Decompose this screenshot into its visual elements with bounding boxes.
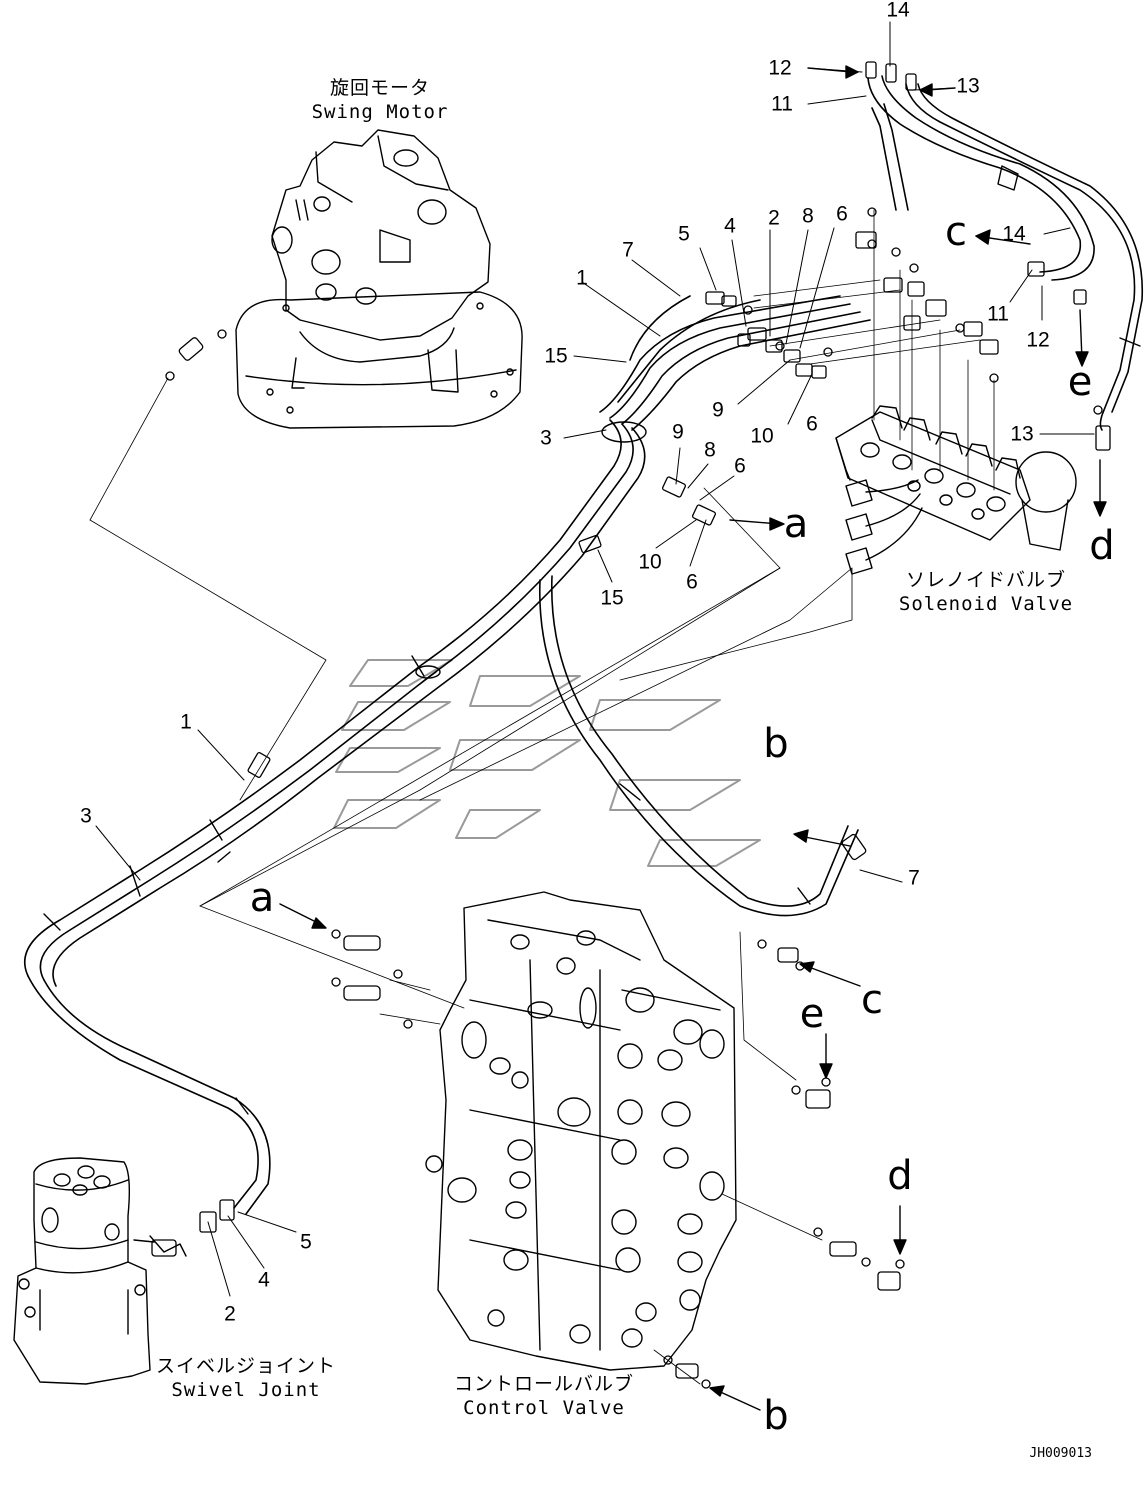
callout: 15	[600, 586, 624, 610]
callout: 1	[576, 266, 588, 290]
control-valve-caption: コントロールバルブ Control Valve	[454, 1372, 634, 1420]
callout: 12	[768, 56, 792, 80]
callout: 14	[886, 0, 910, 22]
control-valve-spools	[489, 987, 725, 1311]
swivel-joint-label-en: Swivel Joint	[171, 1379, 321, 1401]
connector-letter: c	[945, 209, 967, 255]
solenoid-valve-caption: ソレノイドバルブ Solenoid Valve	[899, 568, 1073, 616]
hose-7-right	[538, 575, 859, 917]
callout: 9	[672, 420, 684, 444]
callout: 8	[704, 438, 716, 462]
connector-letter: d	[887, 1153, 913, 1199]
control-valve-drawing	[425, 891, 737, 1371]
swivel-joint-label-jp: スイベルジョイント	[155, 1355, 337, 1377]
callout: 15	[544, 344, 568, 368]
connector-letter: b	[763, 1393, 789, 1439]
callout: 3	[80, 804, 92, 828]
connector-letter: e	[1067, 359, 1093, 405]
callout: 3	[540, 426, 552, 450]
callout: 9	[712, 398, 724, 422]
control-valve-label-jp: コントロールバルブ	[453, 1373, 635, 1395]
swivel-joint-drawing	[13, 1157, 187, 1385]
swing-motor-label-en: Swing Motor	[311, 101, 449, 123]
callout: 11	[987, 302, 1009, 326]
connector-letter: e	[799, 991, 825, 1037]
callout: 14	[1002, 222, 1026, 246]
solenoid-valve-label-en: Solenoid Valve	[898, 593, 1074, 615]
callout: 10	[638, 550, 662, 574]
fittings	[151, 61, 1111, 1389]
guide-lines	[89, 209, 995, 1385]
callout: 1	[180, 710, 192, 734]
connector-letter: d	[1089, 523, 1115, 569]
hose-swivel-branch	[27, 975, 271, 1215]
callout: 5	[300, 1230, 312, 1254]
callout: 4	[724, 214, 736, 238]
swing-motor-drawing	[235, 129, 523, 429]
callout: 10	[750, 424, 774, 448]
callout: 6	[686, 570, 698, 594]
watermark-logo	[333, 659, 761, 867]
callout: 4	[258, 1268, 270, 1292]
clamps	[43, 165, 1141, 1115]
callout: 7	[908, 866, 920, 890]
connector-letter: c	[861, 977, 883, 1023]
hose-solenoid-top	[867, 75, 1144, 431]
callout: 5	[678, 222, 690, 246]
callout: 13	[1010, 422, 1034, 446]
solenoid-valve-drawing	[835, 405, 1077, 575]
solenoid-valve-label-jp: ソレノイドバルブ	[905, 569, 1066, 591]
connector-letter: a	[783, 501, 809, 547]
callout: 2	[768, 206, 780, 230]
callout: 2	[224, 1302, 236, 1326]
swing-motor-caption: 旋回モータ Swing Motor	[312, 76, 449, 124]
callout: 6	[734, 454, 746, 478]
swing-motor-label-jp: 旋回モータ	[329, 77, 430, 99]
connector-letter: a	[249, 875, 275, 921]
callout: 13	[956, 74, 980, 98]
callout: 6	[806, 412, 818, 436]
callout: 6	[836, 202, 848, 226]
connector-letter: b	[763, 721, 789, 767]
callout: 12	[1026, 328, 1050, 352]
control-valve-label-en: Control Valve	[463, 1397, 625, 1419]
callout: 11	[771, 92, 793, 116]
arrows	[279, 65, 1107, 1411]
swivel-joint-caption: スイベルジョイント Swivel Joint	[156, 1354, 336, 1402]
drawing-id: JH009013	[1029, 1446, 1092, 1461]
hose-bundle	[23, 295, 871, 987]
callout: 7	[622, 238, 634, 262]
callout: 8	[802, 204, 814, 228]
